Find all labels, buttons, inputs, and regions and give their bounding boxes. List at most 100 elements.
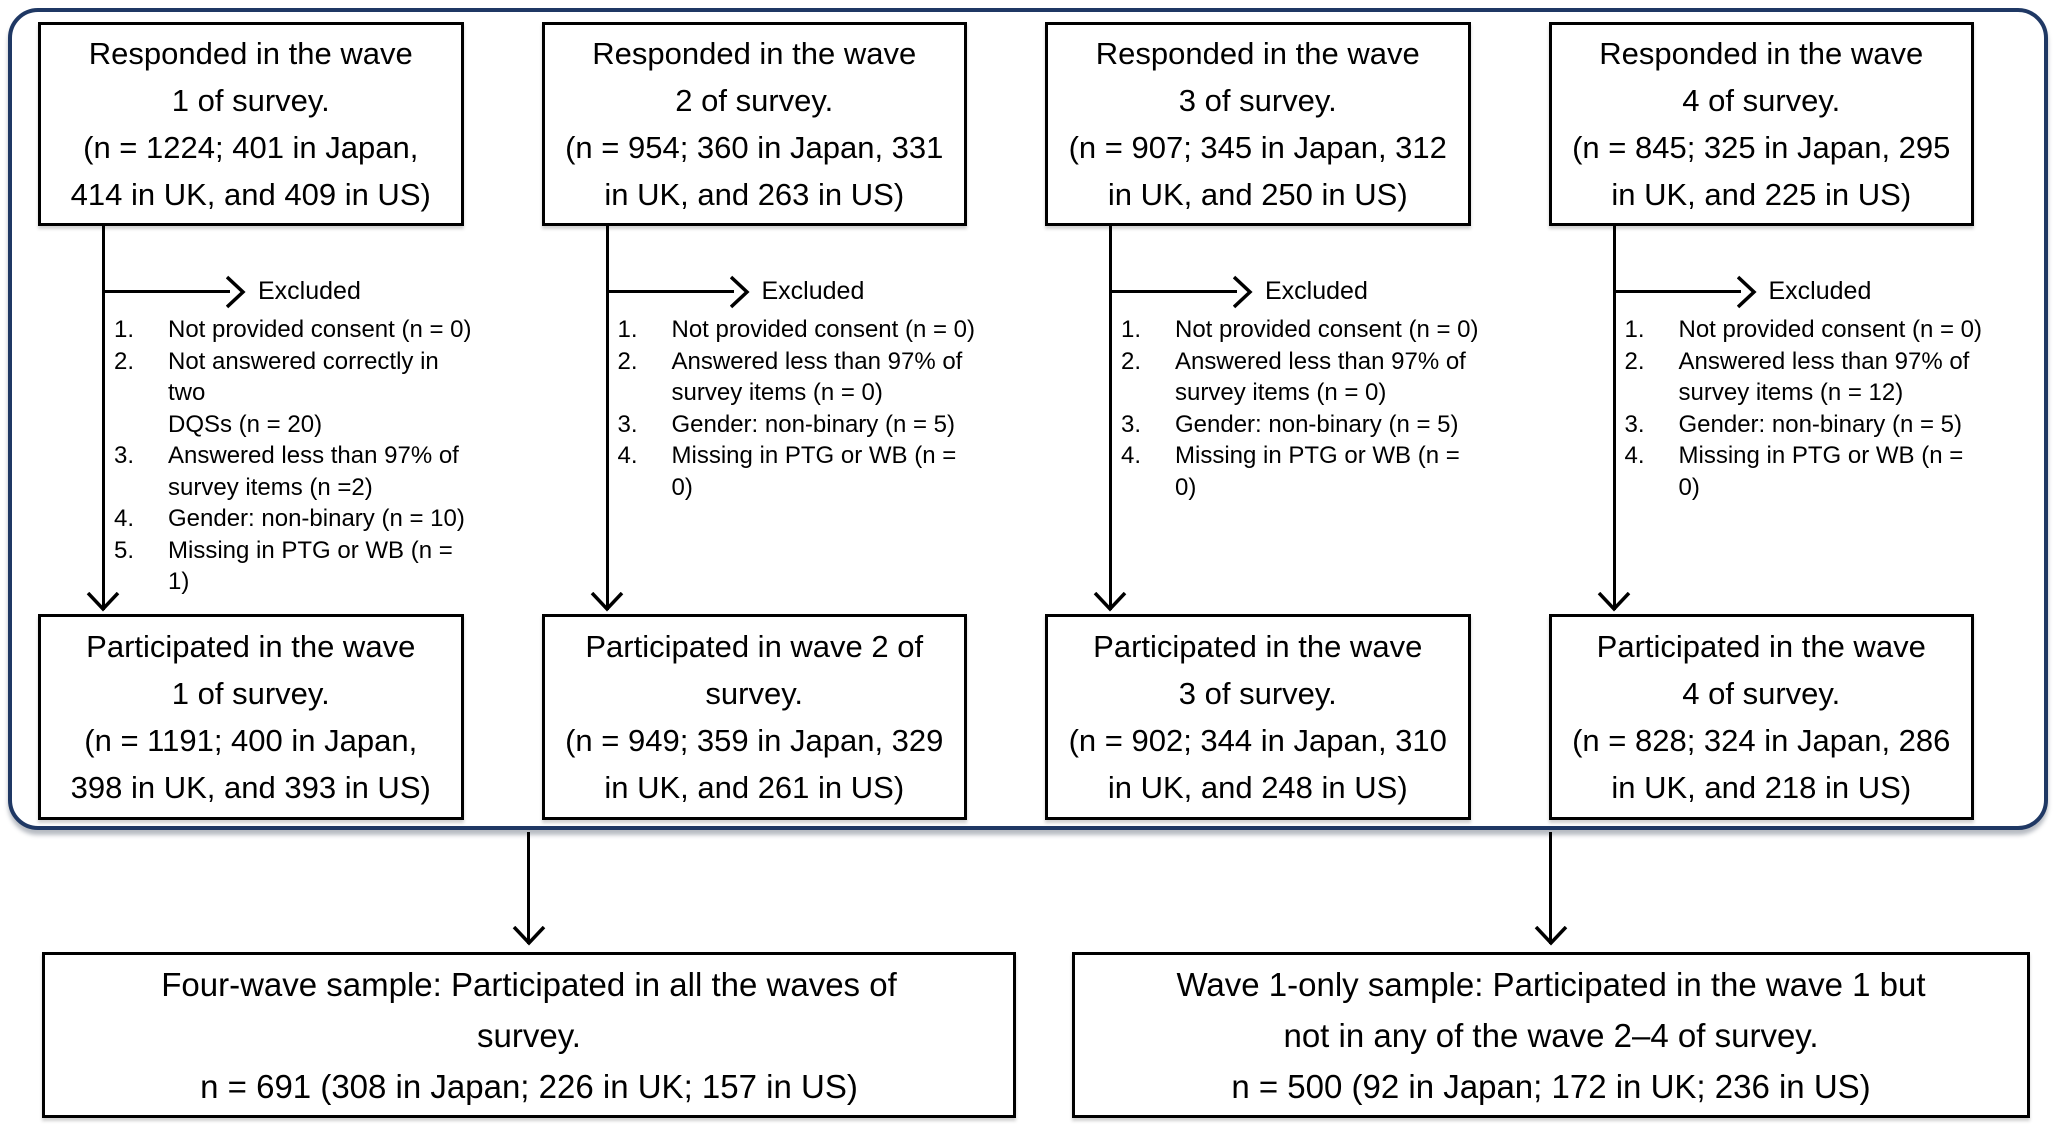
four-wave-sample-text: Four-wave sample: Participated in all th… [161,965,897,1105]
item-text: Answered less than 97% of survey items (… [168,442,459,501]
excluded-list-wave-4: 1. Not provided consent (n = 0) 2. Answere… [1625,314,1983,503]
excluded-item: 4.Missing in PTG or WB (n = 0) [1121,440,1479,503]
item-number: 2. [1121,347,1142,375]
waves-panel: Responded in the wave 1 of survey. (n = … [8,8,2048,830]
excluded-item: 1. Not provided consent (n = 0) [618,314,976,346]
excluded-item: 3. Answered less than 97% of survey items… [114,440,472,503]
excluded-label: Excluded [258,277,361,305]
excluded-list-wave-2: 1. Not provided consent (n = 0) 2. Answere… [618,314,976,503]
excluded-item: 2. Not answered correctly in two DQSs (n … [114,346,472,441]
excluded-item: 2. Answered less than 97% of survey items… [1625,346,1983,409]
down-arrow-line [1612,226,1616,610]
excluded-arrow-line [605,290,734,293]
down-arrow-line [1109,226,1112,610]
item-text: Gender: non-binary (n = 10) [168,505,465,532]
excluded-item: 3. Gender: non-binary (n = 5) [618,409,976,441]
item-text: Missing in PTG or WB (n = 0) [671,442,957,501]
responded-box-wave-3: Responded in the wave 3 of survey. (n = … [1045,22,1471,226]
right-arrowhead-icon [1233,275,1253,309]
responded-text-wave-3: Responded in the wave 3 of survey. (n = … [1068,36,1447,212]
excluded-label: Excluded [1768,277,1872,305]
exclusion-area-wave-2: Excluded 1. Not provided consent (n = 0) … [542,226,975,614]
excluded-list-wave-1: 1. Not provided consent (n = 0) 2. Not ans… [114,314,472,598]
item-text: Gender: non-binary (n = 5) [1175,410,1459,438]
right-arrowhead-icon [226,275,246,309]
item-text: Missing in PTG or WB (n = 0) [1678,442,1964,501]
item-text: Not provided consent (n = 0) [671,316,976,343]
responded-text-wave-1: Responded in the wave 1 of survey. (n = … [70,36,431,212]
excluded-item: 4. Gender: non-binary (n = 10) [114,503,472,535]
item-text: Not answered correctly in two DQSs (n = … [168,347,439,438]
participated-text-wave-4: Participated in the wave 4 of survey. (n… [1572,629,1951,805]
item-text: Missing in PTG or WB (n = 1) [168,536,453,596]
excluded-item: 1. Not provided consent (n = 0) [114,314,472,346]
participated-box-wave-1: Participated in the wave 1 of survey. (n… [38,614,464,820]
item-number: 3. [1121,410,1142,438]
participated-text-wave-2: Participated in wave 2 of survey. (n = 9… [565,629,944,805]
item-number: 4. [114,505,135,532]
down-arrow-line [102,226,105,610]
excluded-arrow-line [1109,290,1237,293]
excluded-arrow-line [1612,290,1741,293]
item-text: Answered less than 97% of survey items (… [1678,347,1970,407]
wave-column-1: Responded in the wave 1 of survey. (n = … [38,22,472,826]
excluded-item: 5. Missing in PTG or WB (n = 1) [114,535,472,598]
excluded-item: 2. Answered less than 97% of survey items… [1121,346,1479,409]
participated-text-wave-1: Participated in the wave 1 of survey. (n… [70,629,431,805]
responded-text-wave-2: Responded in the wave 2 of survey. (n = … [565,36,944,212]
item-number: 1. [1121,316,1142,343]
item-text: Answered less than 97% of survey items (… [671,347,963,407]
responded-box-wave-2: Responded in the wave 2 of survey. (n = … [541,22,967,226]
item-number: 1. [114,316,135,343]
item-text: Gender: non-binary (n = 5) [1678,410,1963,438]
down-arrowhead-icon [1597,592,1630,612]
four-wave-sample-box: Four-wave sample: Participated in all th… [42,952,1016,1118]
down-arrowhead-icon [512,926,546,946]
item-number: 1. [1624,316,1645,343]
wave-column-4: Responded in the wave 4 of survey. (n = … [1548,22,1982,826]
item-text: Answered less than 97% of survey items (… [1175,347,1466,407]
wave1-only-sample-box: Wave 1-only sample: Participated in the … [1072,952,2030,1118]
item-number: 3. [1624,410,1645,438]
excluded-label: Excluded [1265,277,1368,305]
excluded-item: 3. Gender: non-binary (n = 5) [1121,409,1479,441]
participated-box-wave-2: Participated in wave 2 of survey. (n = 9… [541,614,967,820]
item-text: Not provided consent (n = 0) [1175,316,1479,343]
down-arrow-line [605,226,609,610]
item-number: 4. [1624,442,1645,469]
down-arrowhead-icon [1534,926,1568,946]
excluded-item: 4. Missing in PTG or WB (n = 0) [618,440,976,503]
responded-box-wave-4: Responded in the wave 4 of survey. (n = … [1548,22,1974,226]
item-number: 2. [114,347,135,375]
excluded-label: Excluded [761,277,865,305]
participated-text-wave-3: Participated in the wave 3 of survey. (n… [1068,629,1447,805]
item-number: 3. [617,410,638,438]
item-text: Not provided consent (n = 0) [1678,316,1983,343]
wave1-only-sample-text: Wave 1-only sample: Participated in the … [1176,965,1926,1105]
item-number: 2. [1624,347,1645,375]
responded-text-wave-4: Responded in the wave 4 of survey. (n = … [1572,36,1951,212]
wave-column-3: Responded in the wave 3 of survey. (n = … [1045,22,1479,826]
down-arrowhead-icon [590,592,623,612]
exclusion-area-wave-3: Excluded 1. Not provided consent (n = 0) … [1045,226,1479,614]
down-arrowhead-icon [86,592,120,612]
excluded-item: 3. Gender: non-binary (n = 5) [1625,409,1983,441]
item-text: Gender: non-binary (n = 5) [671,410,956,438]
excluded-item: 2. Answered less than 97% of survey items… [618,346,976,409]
exclusion-area-wave-4: Excluded 1. Not provided consent (n = 0) … [1549,226,1982,614]
item-number: 2. [617,347,638,375]
wave-column-2: Responded in the wave 2 of survey. (n = … [541,22,975,826]
item-number: 1. [617,316,638,343]
excluded-list-wave-3: 1. Not provided consent (n = 0) 2. Answere… [1121,314,1479,503]
item-number: 4. [617,442,638,469]
excluded-arrow-line [102,290,230,293]
item-number: 5. [114,536,135,564]
wave1-only-arrow-line [1549,832,1552,944]
participated-box-wave-4: Participated in the wave 4 of survey. (n… [1548,614,1974,820]
item-text: Not provided consent (n = 0) [168,316,472,343]
right-arrowhead-icon [729,275,750,309]
excluded-item: 4. Missing in PTG or WB (n = 0) [1625,440,1983,503]
item-text: Missing in PTG or WB (n = 0) [1175,442,1460,501]
item-number: 3. [114,442,135,469]
